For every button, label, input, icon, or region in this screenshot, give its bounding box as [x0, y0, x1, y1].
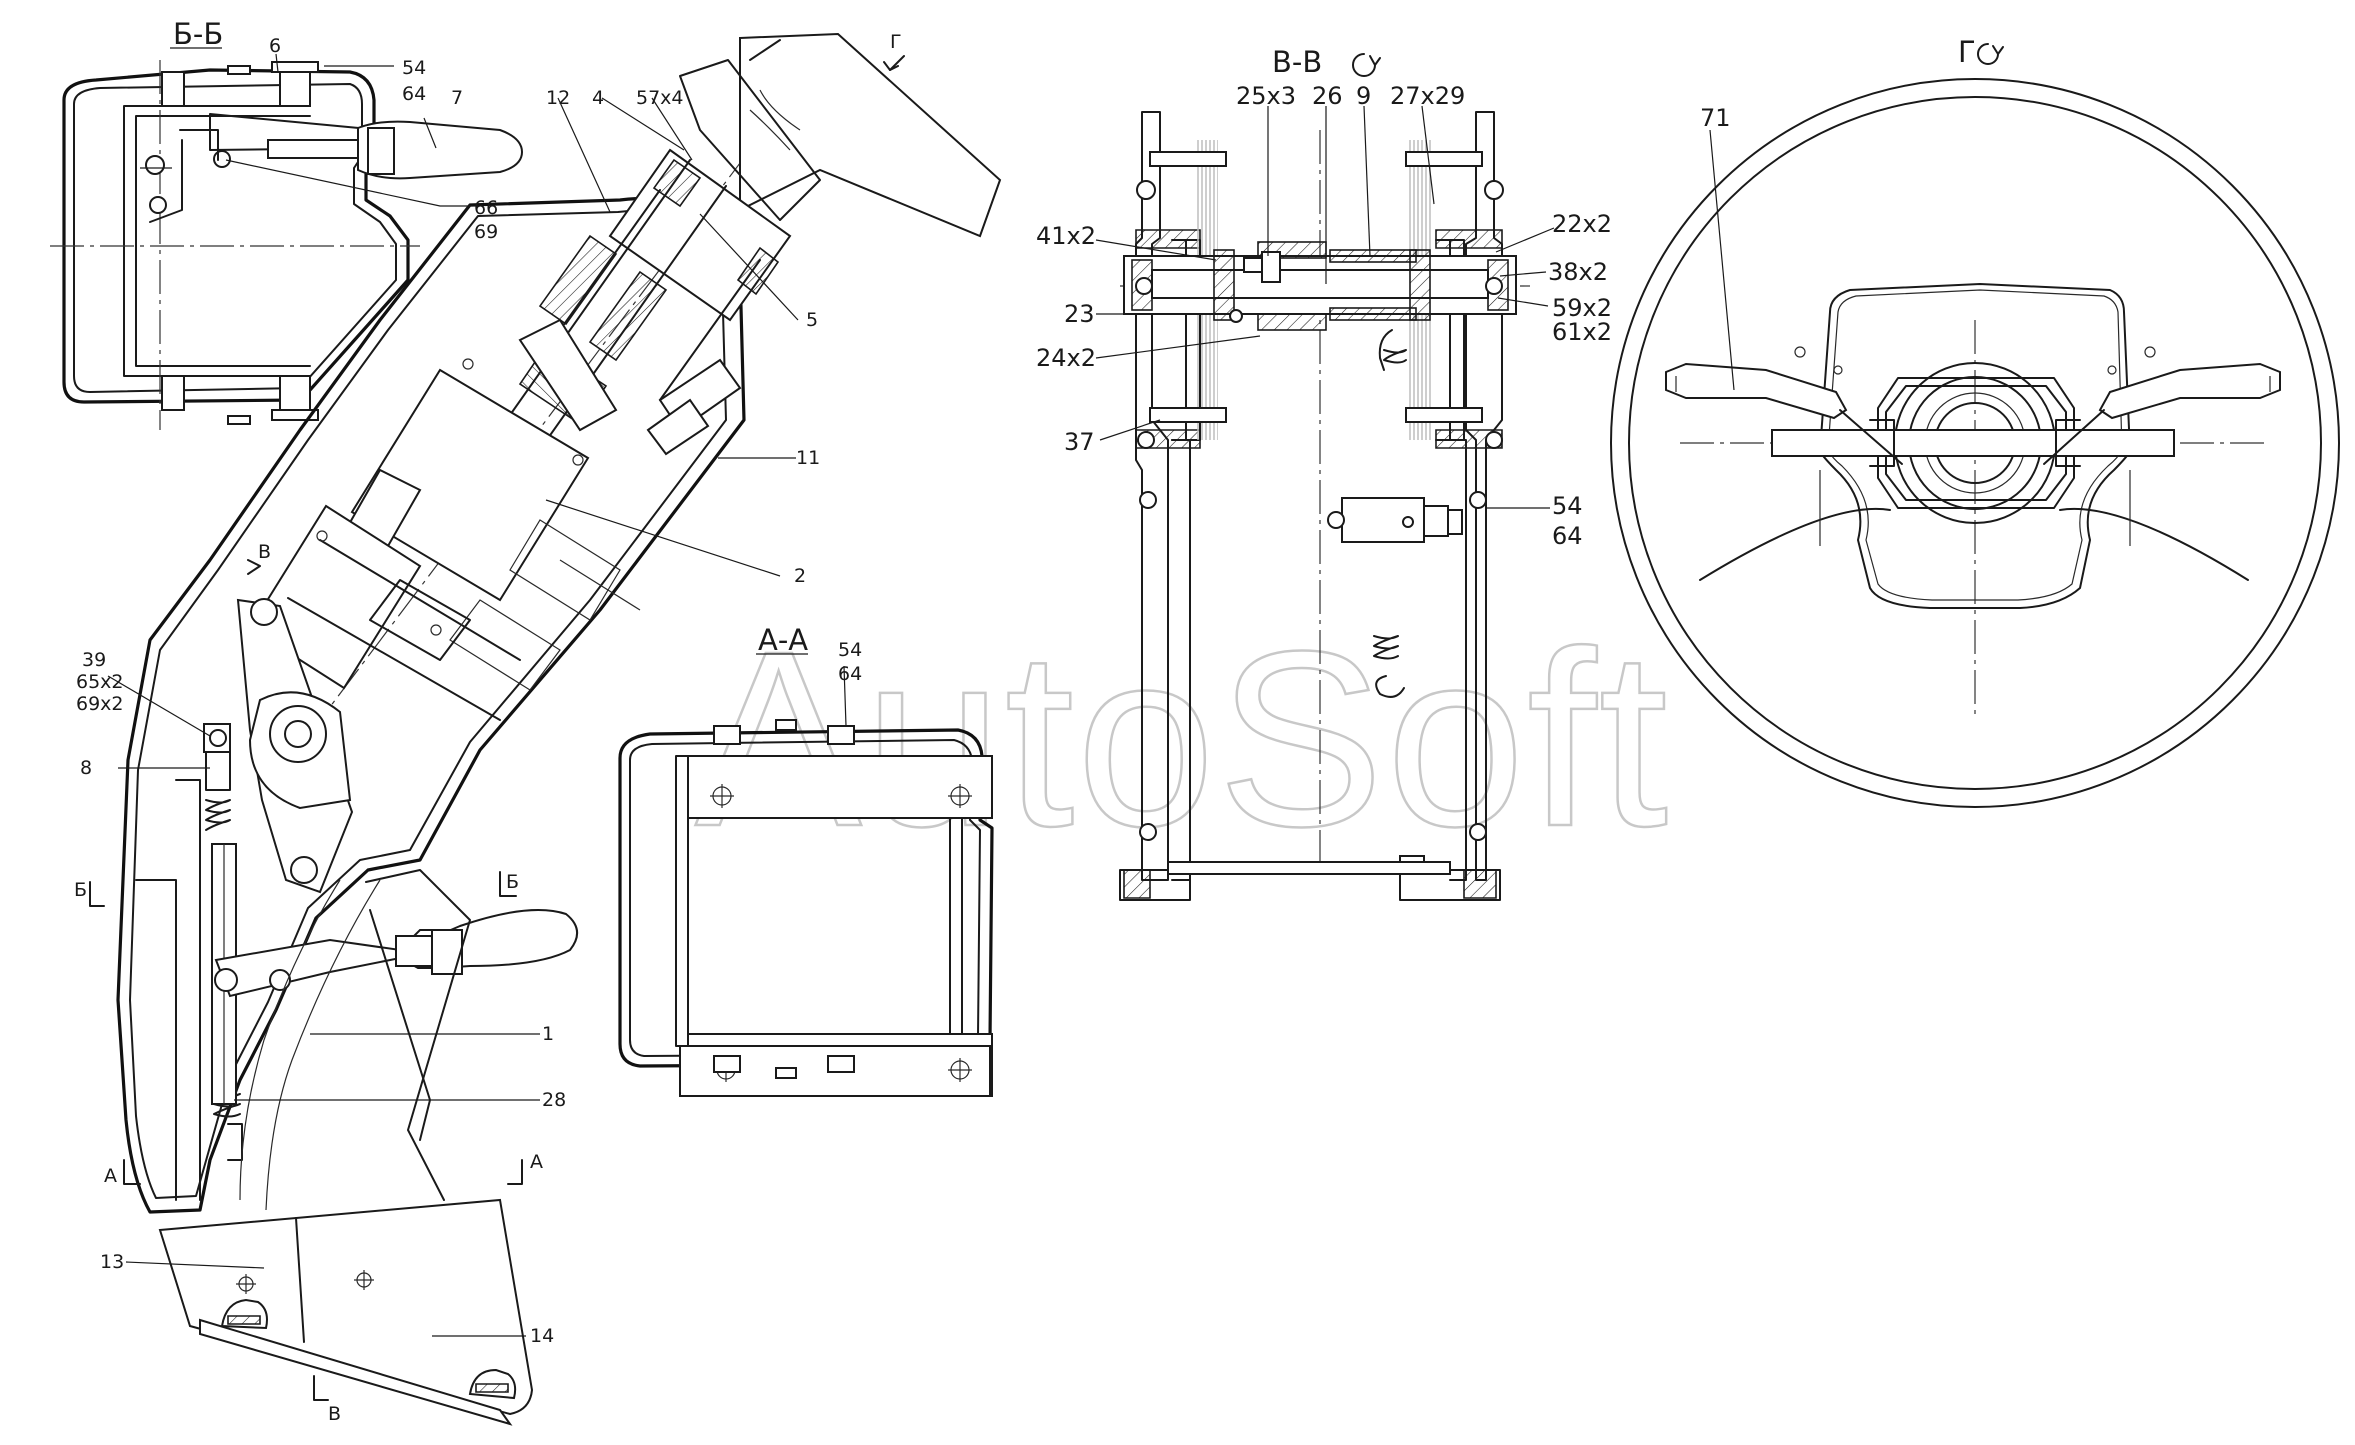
callout-23: 23: [1064, 300, 1095, 328]
callout-8: 8: [80, 757, 92, 779]
callout-6: 6: [269, 35, 281, 57]
section-mark-v-top: В: [247, 541, 271, 575]
callout-27x29: 27х29: [1390, 82, 1465, 110]
section-mark-b-left: Б: [74, 879, 105, 907]
callouts: 6 54 64 7 66 69 12 4 57х4 5 11 2 39 65х2…: [76, 35, 1731, 1347]
callout-54-vv: 54: [1552, 492, 1583, 520]
view-g-title: Г: [1958, 35, 1976, 69]
svg-text:А: А: [530, 1151, 543, 1173]
callout-37: 37: [1064, 428, 1095, 456]
view-b-b-title: Б-Б: [173, 17, 223, 51]
svg-text:Б: Б: [74, 879, 87, 901]
callout-24x2: 24х2: [1036, 344, 1096, 372]
callout-69: 69: [474, 221, 498, 243]
callout-13: 13: [100, 1251, 124, 1273]
section-mark-a-right: А: [507, 1151, 543, 1185]
section-mark-g-arrow: Г: [883, 31, 905, 71]
callout-61x2: 61х2: [1552, 318, 1612, 346]
svg-text:В: В: [258, 541, 271, 563]
view-a-a: А-А: [618, 623, 994, 1097]
callout-12: 12: [546, 87, 570, 109]
callout-14: 14: [530, 1325, 554, 1347]
callout-64-vv: 64: [1552, 522, 1583, 550]
watermark: AutoSoft: [695, 599, 1670, 878]
svg-text:В: В: [328, 1403, 341, 1425]
callout-71: 71: [1700, 104, 1731, 132]
view-g: Г: [1610, 35, 2340, 808]
callout-7: 7: [451, 87, 463, 109]
leader-lines: [107, 53, 1735, 1337]
callout-57x4: 57х4: [636, 87, 684, 109]
svg-text:Б: Б: [506, 871, 519, 893]
view-v-v: В-В: [1119, 45, 1530, 901]
callout-54-aa: 54: [838, 639, 862, 661]
view-b-b: Б-Б: [50, 17, 524, 430]
callout-22x2: 22х2: [1552, 210, 1612, 238]
callout-41x2: 41х2: [1036, 222, 1096, 250]
svg-text:Г: Г: [890, 31, 902, 53]
callout-25x3: 25х3: [1236, 82, 1296, 110]
callout-64-bb: 64: [402, 83, 426, 105]
callout-39: 39: [82, 649, 106, 671]
svg-text:А: А: [104, 1165, 117, 1187]
section-mark-v-bottom: В: [313, 1375, 341, 1425]
main-side-view: Б Б В В А А Г: [74, 31, 1002, 1426]
callout-59x2: 59х2: [1552, 294, 1612, 322]
callout-9: 9: [1356, 82, 1371, 110]
callout-4: 4: [592, 87, 604, 109]
callout-69x2: 69х2: [76, 693, 124, 715]
view-a-a-title: А-А: [758, 623, 808, 657]
callout-11: 11: [796, 447, 820, 469]
callout-54-bb: 54: [402, 57, 426, 79]
callout-2: 2: [794, 565, 806, 587]
section-mark-a-left: А: [104, 1159, 141, 1187]
section-mark-b-right: Б: [499, 871, 519, 897]
callout-28: 28: [542, 1089, 566, 1111]
callout-5: 5: [806, 309, 818, 331]
callout-26: 26: [1312, 82, 1343, 110]
callout-64-aa: 64: [838, 663, 862, 685]
callout-38x2: 38х2: [1548, 258, 1608, 286]
callout-1: 1: [542, 1023, 554, 1045]
callout-65x2: 65х2: [76, 671, 124, 693]
callout-66: 66: [474, 197, 498, 219]
view-v-v-title: В-В: [1272, 45, 1322, 79]
